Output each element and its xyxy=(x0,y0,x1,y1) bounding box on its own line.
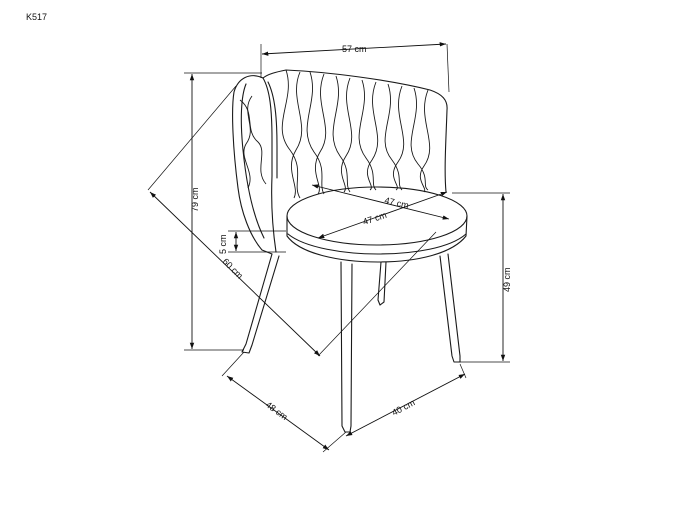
dim-base-width: 40 cm xyxy=(345,363,467,437)
woven-backrest xyxy=(239,69,431,199)
leg-front-left xyxy=(340,261,353,433)
dim-seat-thickness-label: 5 cm xyxy=(218,234,228,254)
dim-seat-diameter-b-label: 47 cm xyxy=(362,210,388,227)
dim-seat-diameter-a-label: 47 cm xyxy=(384,195,410,210)
dim-back-width: 57 cm xyxy=(260,42,450,93)
dim-seat-height: 49 cm xyxy=(452,192,512,363)
chair-outline xyxy=(232,69,468,433)
leg-back-right xyxy=(377,261,387,306)
dim-seat-diameter-b: 47 cm xyxy=(317,191,448,239)
dim-base-depth-label: 48 cm xyxy=(264,400,290,423)
dim-height: 79 cm xyxy=(184,72,262,351)
dim-base-depth: 48 cm xyxy=(221,351,347,453)
leg-front-right xyxy=(439,253,461,363)
dim-back-width-label: 57 cm xyxy=(342,44,367,54)
dim-depth: 60 cm xyxy=(147,85,437,357)
dim-base-width-label: 40 cm xyxy=(390,397,416,417)
model-code: K517 xyxy=(26,12,48,22)
seat-side xyxy=(286,215,468,263)
dim-seat-thickness: 5 cm xyxy=(218,230,286,254)
dim-depth-label: 60 cm xyxy=(221,256,245,280)
dim-height-label: 79 cm xyxy=(190,187,200,212)
backrest-shell xyxy=(232,75,273,255)
leg-back-left xyxy=(241,253,280,354)
dim-seat-height-label: 49 cm xyxy=(502,267,512,292)
